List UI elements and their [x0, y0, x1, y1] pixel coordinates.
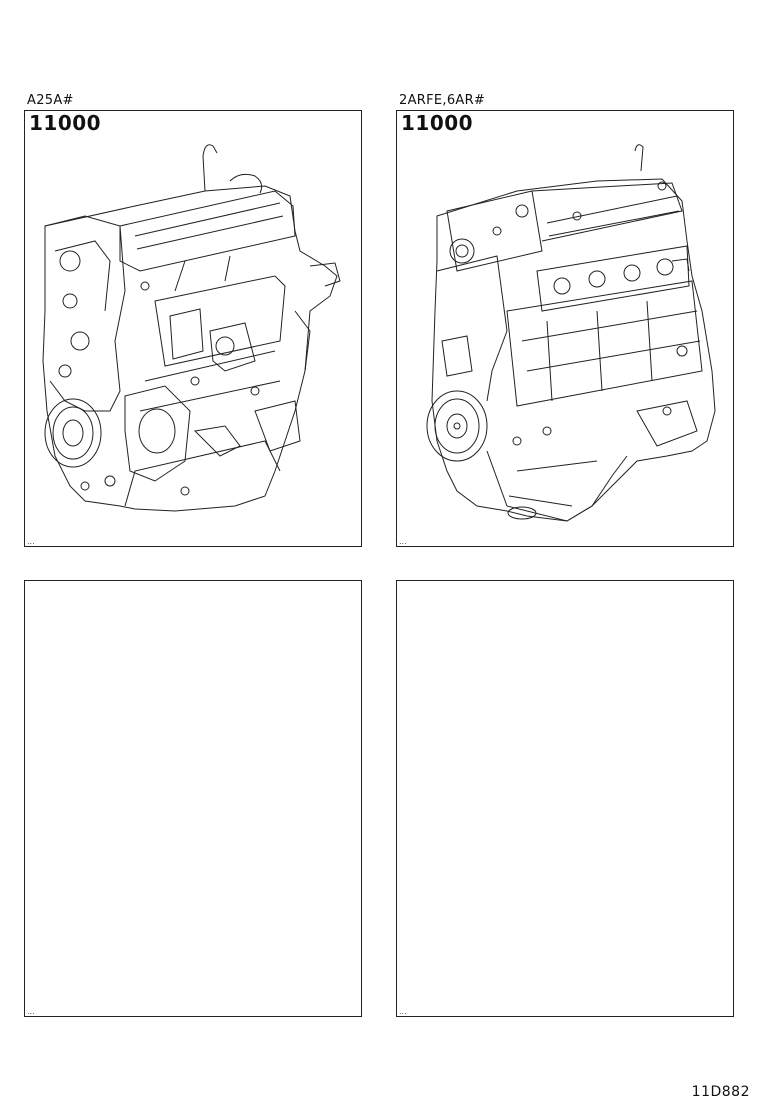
panel-2: 11000 ...	[396, 110, 734, 547]
panel-1-part-number[interactable]: 11000	[29, 111, 102, 135]
panel-4-corner-mark: ...	[399, 1007, 407, 1016]
panel-1-corner-mark: ...	[27, 537, 35, 546]
panel-2-corner-mark: ...	[399, 537, 407, 546]
engine-a25a-illustration	[42, 144, 341, 512]
panel-1-model-label: A25A#	[27, 93, 74, 108]
panel-2-model-label: 2ARFE,6AR#	[399, 93, 486, 108]
panel-2-part-number[interactable]: 11000	[401, 111, 474, 135]
page-code: 11D882	[691, 1084, 750, 1100]
panel-3: ...	[24, 580, 362, 1017]
panel-1: 11000	[24, 110, 362, 547]
panel-4: ...	[396, 580, 734, 1017]
engine-2arfe-6ar-illustration	[426, 144, 716, 522]
panel-3-corner-mark: ...	[27, 1007, 35, 1016]
